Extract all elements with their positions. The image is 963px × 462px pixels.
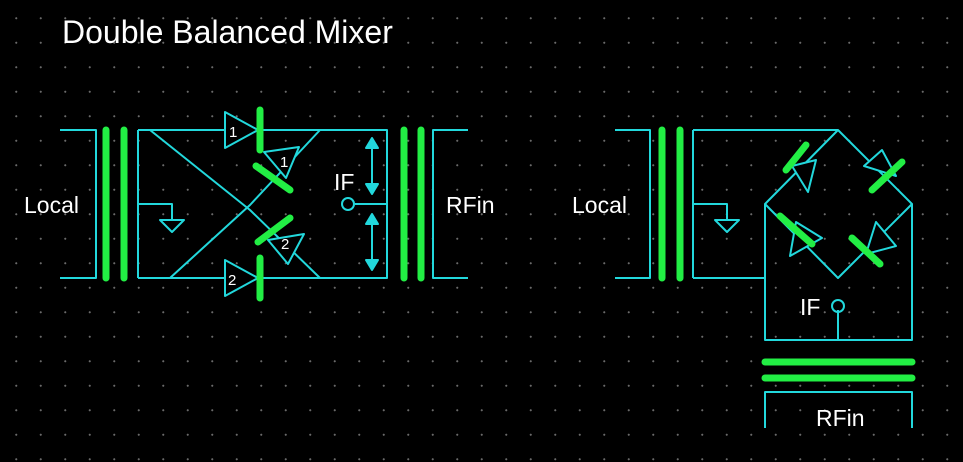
diode-2b-number: 2 [281,236,289,253]
right-input-transformer-primary [615,129,651,279]
diode-2a-triangle [224,259,259,297]
diode-2b-triangle [267,233,305,265]
left-output-core [400,126,425,282]
right-output-core [761,358,916,382]
right-local-label: Local [572,192,627,218]
left-rfin-label: RFin [446,192,495,218]
diode-r1-triangle [791,159,817,193]
right-transformer-secondary [692,129,838,279]
left-if-tap [341,197,387,211]
left-input-transformer-primary [60,129,97,279]
diagram-title: Double Balanced Mixer [62,14,393,50]
left-local-label: Local [24,192,79,218]
right-diode-bars [776,141,906,268]
left-input-core [102,126,128,282]
left-if-label: IF [334,169,355,195]
left-current-arrows [365,137,379,271]
left-diode-bars [252,106,294,302]
right-diode-ring [764,129,913,279]
right-rfin-label: RFin [816,405,865,431]
diode-r4-triangle [865,221,897,255]
right-output-wires [764,204,913,428]
diode-1a-number: 1 [229,124,237,141]
diode-1a-triangle [224,111,259,149]
diode-1b-number: 1 [280,154,288,171]
diode-1b-triangle [263,146,300,179]
right-if-label: IF [800,294,821,320]
diode-r2-triangle [863,149,897,177]
right-input-core [658,126,684,282]
diode-2a-number: 2 [228,272,236,289]
